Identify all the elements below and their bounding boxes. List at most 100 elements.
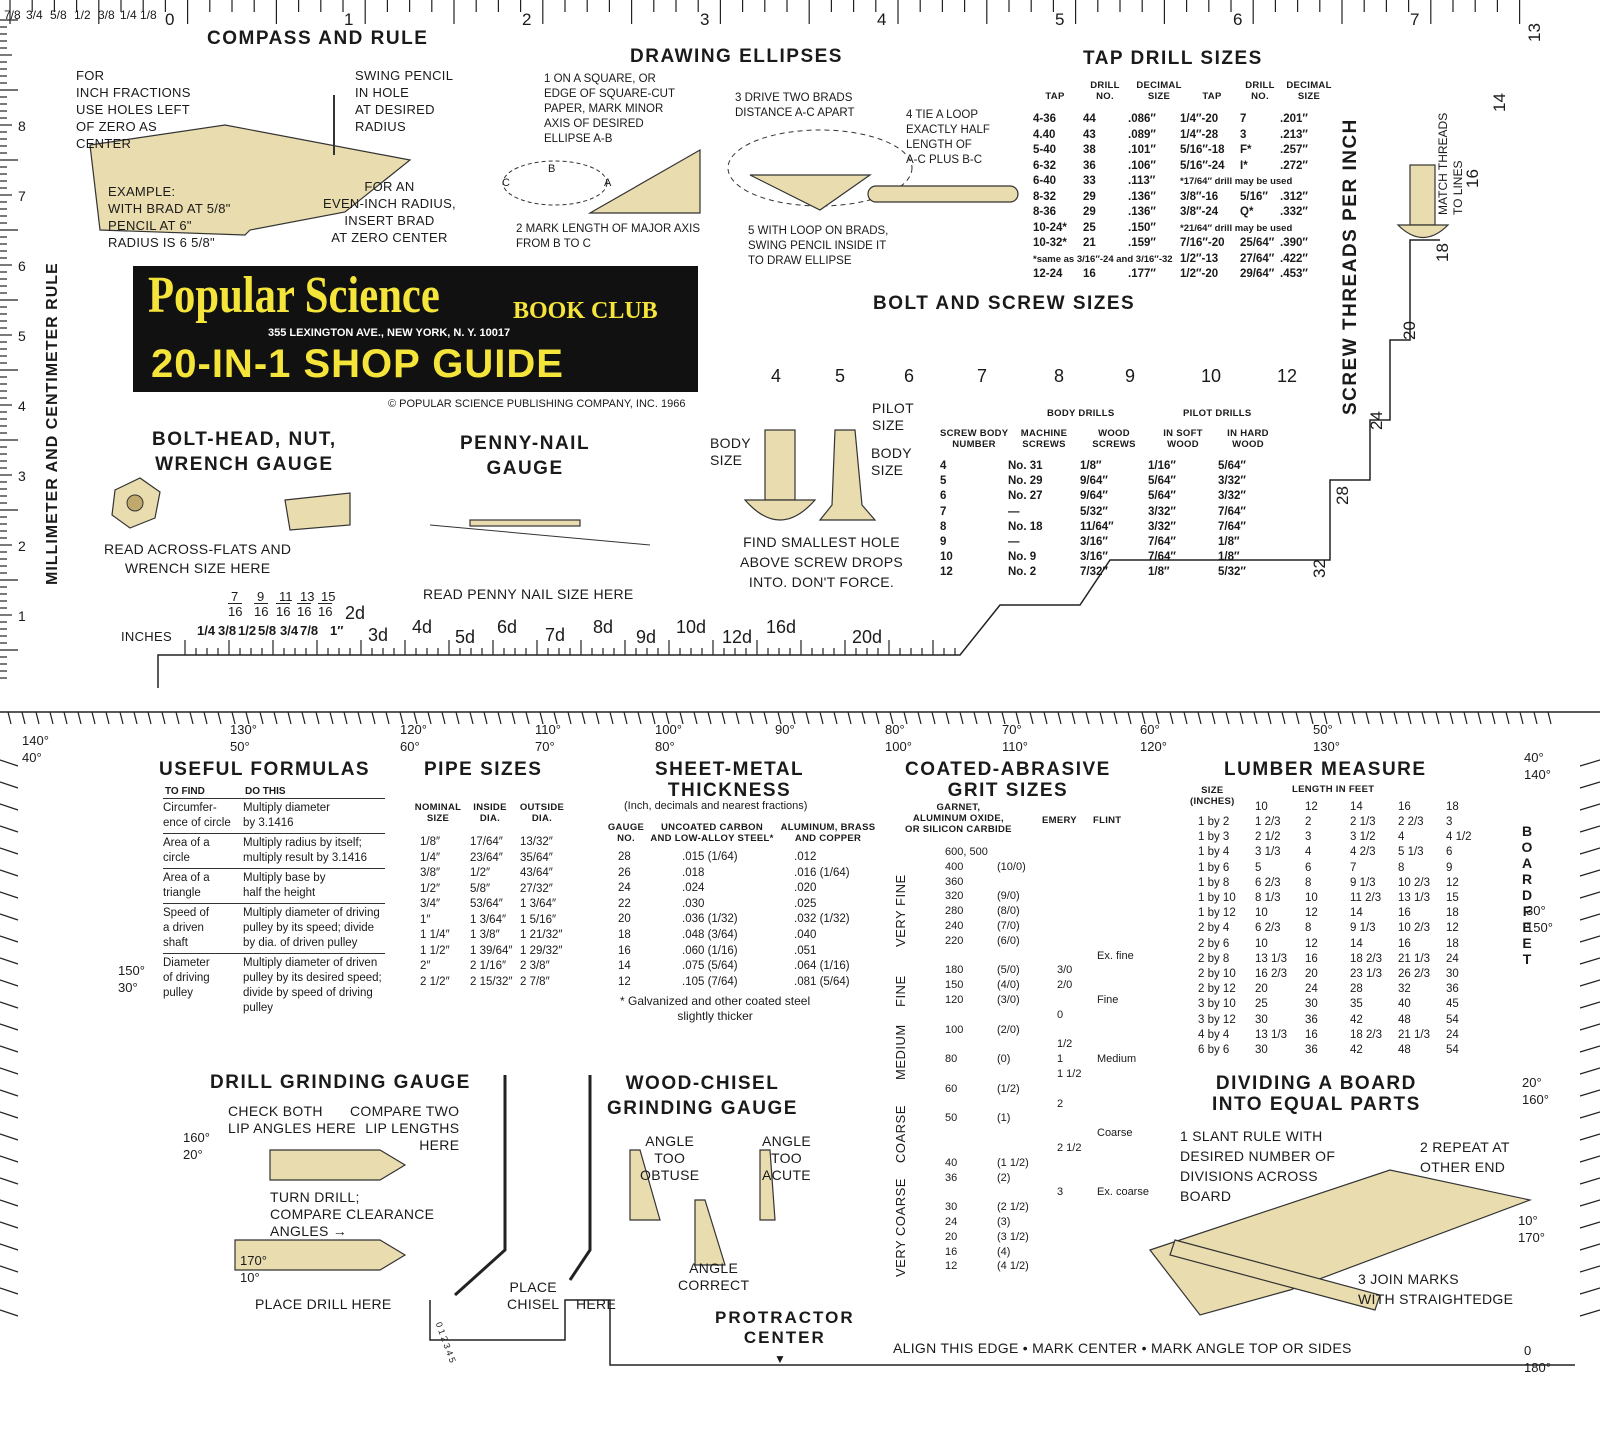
table-cell: 1/8″	[1080, 460, 1102, 472]
table-cell: 16	[945, 1245, 958, 1258]
table-cell: I*	[1240, 159, 1248, 172]
grit-header-emery: EMERY	[1042, 815, 1077, 826]
table-cell: 10-24*	[1033, 221, 1067, 234]
table-cell: Coarse	[1097, 1127, 1133, 1140]
table-cell: 2 by 4	[1198, 922, 1230, 935]
formulas-header-find: TO FIND	[165, 786, 205, 797]
column-header: TAP	[1045, 91, 1065, 102]
table-cell: 8-32	[1033, 190, 1057, 203]
chisel-title: WOOD-CHISEL GRINDING GAUGE	[607, 1073, 798, 1119]
table-cell	[1097, 1067, 1177, 1082]
table-cell	[997, 1126, 1057, 1141]
right-degree-outer: 0	[1524, 1343, 1532, 1358]
table-cell: 1 by 6	[1198, 861, 1230, 874]
table-cell	[1057, 889, 1097, 904]
table-cell: 5/64″	[1148, 490, 1176, 503]
degree-inner: 110°	[1002, 739, 1028, 754]
table-cell: 18	[1446, 937, 1459, 950]
table-cell: (9/0)	[997, 890, 1020, 903]
table-cell: .150″	[1128, 221, 1156, 234]
table-cell: .422″	[1280, 252, 1308, 265]
formula-find: Speed of a driven shaft	[163, 907, 210, 949]
column-header: TAP	[1202, 91, 1222, 102]
table-cell	[1097, 1259, 1177, 1274]
table-cell: .106″	[1128, 159, 1156, 172]
table-cell	[1057, 934, 1097, 949]
table-cell: 20	[1305, 968, 1318, 981]
table-cell: 360	[945, 875, 964, 888]
table-cell: 1 1/4″	[420, 929, 450, 941]
sixteenth-denominator: 16	[276, 603, 291, 619]
inch-fraction: 5/8	[50, 8, 67, 22]
thread-count: 28	[1333, 486, 1352, 505]
table-cell: 600, 500	[945, 846, 988, 858]
table-cell: 14	[1350, 937, 1363, 950]
sixteenth-denominator: 16	[318, 603, 333, 619]
table-cell: 7/16″-20	[1180, 237, 1225, 249]
table-cell: 2 1/2	[1057, 1141, 1082, 1154]
table-cell: 50	[945, 1112, 958, 1125]
table-cell: (6/0)	[997, 934, 1020, 947]
formula-find: Diameter of driving pulley	[163, 957, 210, 999]
sheet-headers: GAUGE NO.UNCOATED CARBON AND LOW-ALLOY S…	[606, 822, 878, 844]
table-cell	[1097, 1245, 1177, 1260]
table-cell: 36	[1305, 1013, 1318, 1026]
table-cell	[1097, 919, 1177, 934]
table-cell: 3 1/2	[1350, 831, 1376, 844]
table-cell: 1 3/8″	[470, 929, 500, 941]
table-cell: 3/32″	[1218, 475, 1246, 488]
table-cell: 7	[1240, 113, 1247, 125]
inch-fraction-mark: 3/4	[280, 623, 299, 638]
formula-do: Multiply diameter of driving pulley by i…	[243, 907, 380, 949]
formula-do: Multiply diameter by 3.1416	[243, 802, 330, 829]
table-cell: 1 39/64″	[470, 944, 513, 957]
table-cell: 7/64″	[1218, 520, 1246, 533]
inch-number: 0	[165, 10, 175, 29]
table-cell: 3/8″-16	[1180, 190, 1219, 203]
table-cell: 2 by 6	[1198, 937, 1230, 950]
penny-note: READ PENNY NAIL SIZE HERE	[423, 586, 634, 602]
table-cell: 24	[1305, 983, 1318, 996]
table-cell: 1/8″	[1148, 566, 1170, 579]
inch-fraction: 1/8	[140, 8, 157, 22]
table-cell	[997, 1037, 1057, 1052]
mm-rule-title: MILLIMETER AND CENTIMETER RULE	[44, 262, 61, 585]
table-cell: 400	[945, 860, 964, 873]
left-degree-outer: 160°	[183, 1130, 210, 1145]
table-cell: 28	[1350, 983, 1363, 996]
body-drills-label: BODY DRILLS	[1047, 408, 1115, 419]
table-cell: 16	[1305, 952, 1318, 965]
logo-club: BOOK CLUB	[513, 298, 658, 324]
table-cell: 5/32″	[1218, 566, 1246, 579]
wrench-note: READ ACROSS-FLATS AND WRENCH SIZE HERE	[104, 541, 292, 576]
sheet-subtitle: (Inch, decimals and nearest fractions)	[624, 800, 808, 812]
table-cell: 6 by 6	[1198, 1044, 1230, 1057]
table-cell: Q*	[1240, 206, 1254, 218]
formula-do: Multiply base by half the height	[243, 872, 326, 899]
table-cell	[1097, 1156, 1177, 1171]
degree-inner: 60°	[400, 739, 420, 754]
degree-outer: 60°	[1140, 722, 1160, 737]
table-cell: 1/8″	[1218, 536, 1240, 549]
column-header: OUTSIDE DIA.	[519, 802, 565, 824]
degree-inner: 70°	[535, 739, 555, 754]
penny-title: PENNY-NAIL GAUGE	[460, 433, 591, 479]
table-cell: (2/0)	[997, 1023, 1020, 1036]
table-cell: (4/0)	[997, 979, 1020, 992]
table-cell: 5/16″-18	[1180, 144, 1225, 156]
table-cell: —	[1008, 505, 1020, 518]
table-cell: 6	[1305, 861, 1312, 874]
table-cell: 2 7/8″	[520, 975, 550, 988]
table-cell	[1097, 1097, 1177, 1112]
table-cell: 2	[1305, 816, 1312, 828]
table-cell: 20	[945, 1230, 958, 1243]
table-cell: .015 (1/64)	[682, 851, 738, 863]
table-cell: 2 1/2″	[420, 975, 450, 988]
logo-product: 20-IN-1 SHOP GUIDE	[151, 342, 564, 386]
table-cell: 42	[1350, 1044, 1363, 1057]
table-cell: 9	[1446, 861, 1453, 874]
